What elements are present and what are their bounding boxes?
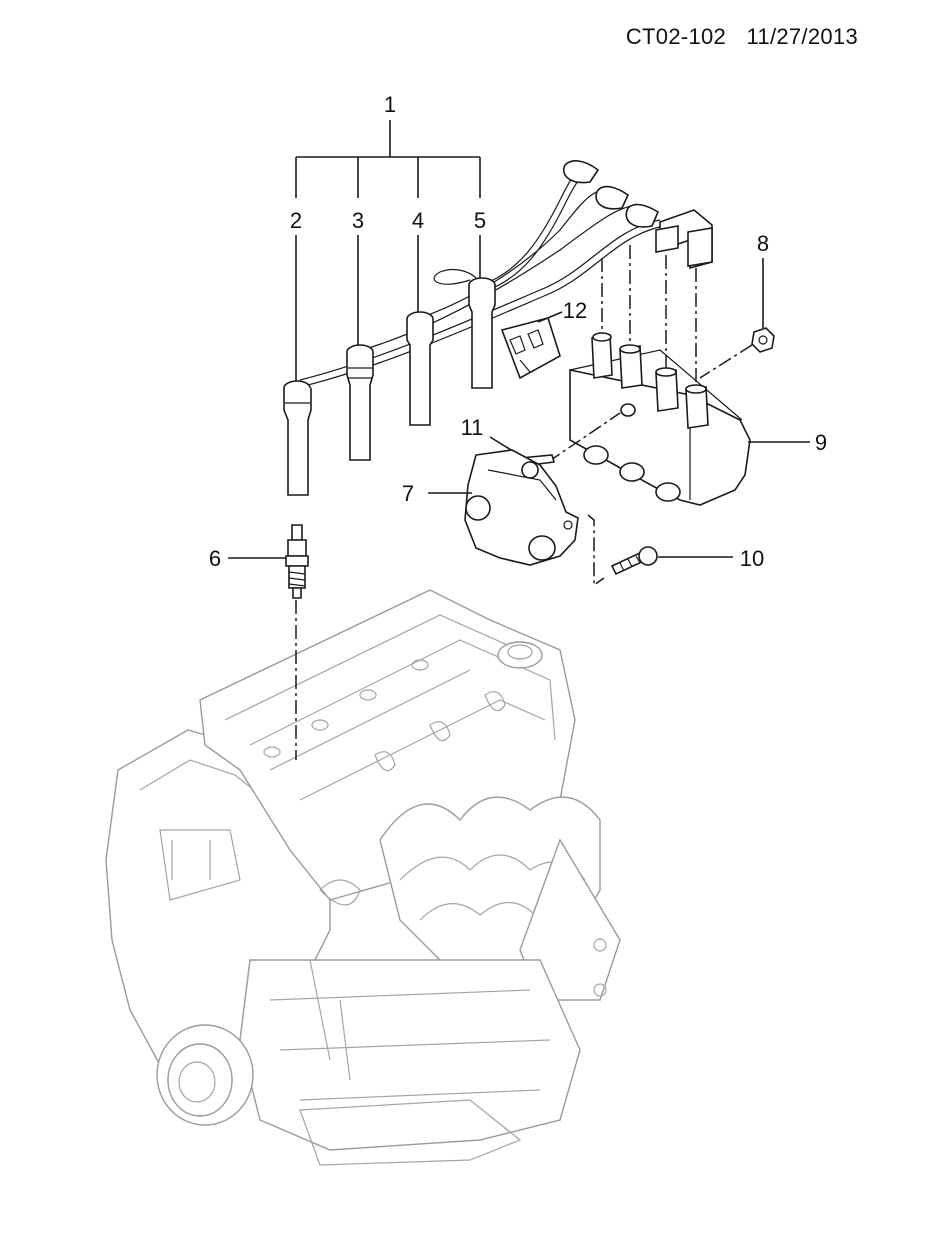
callout-4: 4 (412, 208, 424, 233)
wire-clip (500, 317, 561, 380)
spark-plug-boot-3 (346, 344, 374, 461)
ignition-coil (569, 332, 751, 506)
callout-3: 3 (352, 208, 364, 233)
callout-2: 2 (290, 208, 302, 233)
engine-block-illustration (105, 589, 621, 1166)
boot-leaders (295, 235, 481, 382)
spark-plug-boot-2 (283, 380, 312, 496)
callout-labels: 1 2 3 4 5 6 7 8 9 10 11 12 (209, 92, 827, 571)
drawing-code: CT02-102 (625, 24, 727, 49)
flange-bolt (610, 546, 658, 576)
leader-12 (537, 311, 563, 323)
callout-7: 7 (402, 481, 414, 506)
callout-11: 11 (461, 415, 484, 440)
spark-plug-boot-5 (468, 277, 496, 389)
callout-8: 8 (757, 231, 769, 256)
coil-mounting-bracket (464, 449, 579, 566)
assembly-guide-lines (295, 245, 753, 760)
drawing-date: 11/27/2013 (746, 24, 858, 49)
callout-1-bracket (295, 120, 481, 198)
spark-plug (285, 524, 309, 599)
callout-10: 10 (740, 546, 764, 571)
callout-1: 1 (384, 92, 396, 117)
hex-nut (751, 327, 775, 353)
ignition-wire-set (283, 160, 713, 496)
callout-9: 9 (815, 430, 827, 455)
callout-5: 5 (474, 208, 486, 233)
page-header: CT02-102 11/27/2013 (626, 24, 858, 50)
callout-12: 12 (563, 298, 587, 323)
spark-plug-boot-4 (406, 311, 434, 426)
callout-6: 6 (209, 546, 221, 571)
